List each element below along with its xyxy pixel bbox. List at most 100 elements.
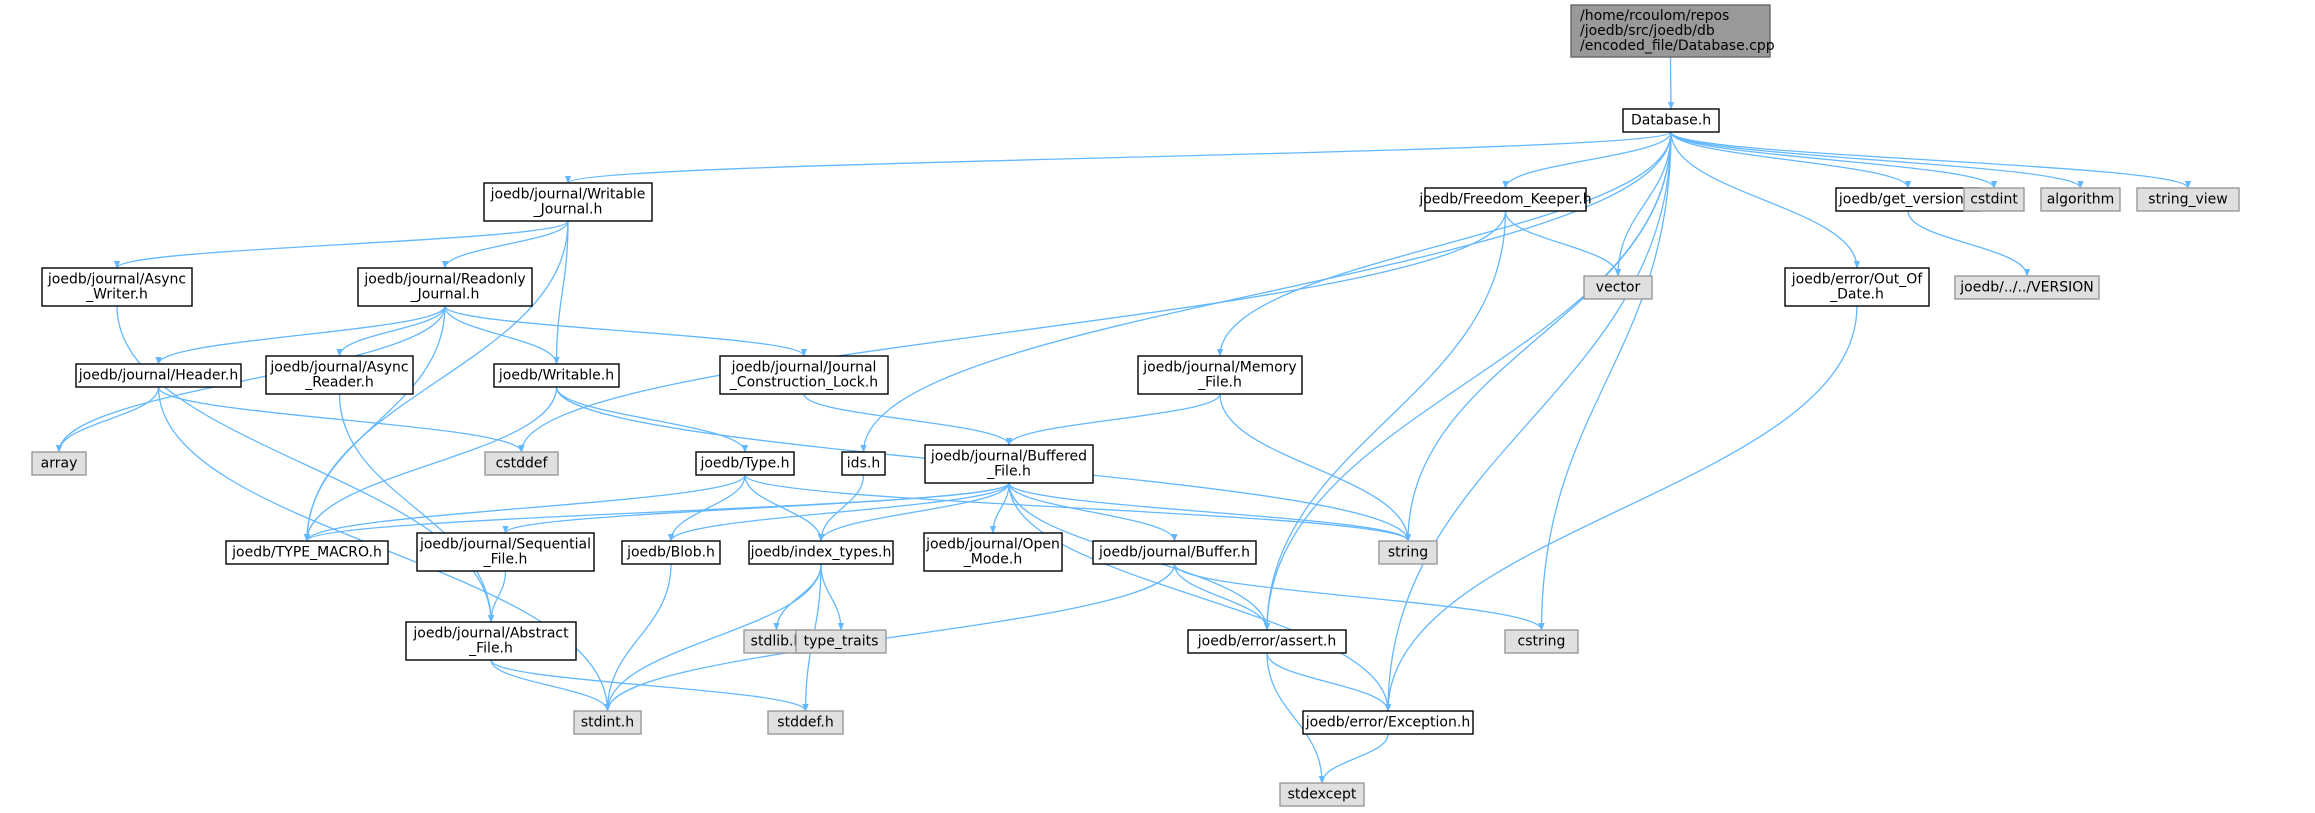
edge-database_h-to-memory_file bbox=[1216, 131, 1672, 357]
edge-buffered_file-to-index_types bbox=[817, 482, 1010, 542]
node-label-line: _Mode.h bbox=[963, 552, 1022, 568]
edge-assert_h-to-stdexcept bbox=[1266, 652, 1326, 784]
edge-writable_h-to-type_macro bbox=[303, 386, 558, 542]
edge-buffered_file-to-blob_h bbox=[667, 482, 1010, 542]
edge-ids_h-to-index_types bbox=[817, 474, 865, 542]
node-cstddef: cstddef bbox=[484, 451, 559, 476]
node-freedom-keeper[interactable]: joedb/Freedom_Keeper.h bbox=[1418, 187, 1592, 212]
node-label-line: _Journal.h bbox=[410, 287, 480, 303]
edge-memory_file-to-string bbox=[1219, 393, 1412, 542]
node-get-version[interactable]: joedb/get_version.h bbox=[1835, 187, 1981, 212]
node-label-line: _File.h bbox=[1197, 375, 1242, 391]
edge-index_types-to-stdint_h bbox=[604, 563, 822, 712]
node-label-line: _File.h bbox=[483, 552, 528, 568]
node-box bbox=[1187, 629, 1347, 654]
node-box bbox=[1092, 540, 1257, 565]
node-label-line: _File.h bbox=[986, 464, 1031, 480]
node-box bbox=[2136, 187, 2240, 212]
edge-buffer_h-to-cstring bbox=[1173, 563, 1545, 631]
edge-out_of_date-to-exception_h bbox=[1384, 305, 1858, 712]
node-label-line: joedb/Freedom_Keeper.h bbox=[1418, 192, 1591, 208]
edge-type_h-to-type_macro bbox=[303, 474, 746, 542]
node-label-line: joedb/journal/Async bbox=[47, 272, 186, 288]
edge-header_h-to-array bbox=[55, 386, 160, 453]
node-box bbox=[75, 363, 242, 388]
node-label-line: type_traits bbox=[804, 634, 879, 650]
edge-index_types-to-stdlib_h bbox=[773, 563, 822, 631]
node-writable-h[interactable]: joedb/Writable.h bbox=[493, 363, 620, 388]
edge-type_h-to-string bbox=[744, 474, 1412, 542]
edge-sequential_file-to-abstract_file bbox=[487, 570, 507, 623]
node-box bbox=[719, 355, 889, 395]
edge-buffered_file-to-open_mode bbox=[989, 482, 1010, 534]
node-label-line: joedb/../../VERSION bbox=[1959, 280, 2093, 296]
node-abstract-file[interactable]: joedb/journal/Abstract_File.h bbox=[405, 621, 577, 661]
node-box bbox=[1302, 710, 1474, 735]
node-box bbox=[1279, 782, 1365, 807]
edge-database_h-to-algorithm bbox=[1670, 131, 2084, 189]
node-root: /home/rcoulom/repos/joedb/src/joedb/db/e… bbox=[1570, 4, 1775, 58]
node-box bbox=[1137, 355, 1303, 395]
node-async-reader[interactable]: joedb/journal/Async_Reader.h bbox=[265, 355, 414, 395]
node-box bbox=[357, 267, 533, 307]
node-box bbox=[573, 710, 642, 735]
node-label-line: cstddef bbox=[496, 456, 549, 472]
node-index-types[interactable]: joedb/index_types.h bbox=[748, 540, 894, 565]
node-header-h[interactable]: joedb/journal/Header.h bbox=[75, 363, 242, 388]
node-sequential-file[interactable]: joedb/journal/Sequential_File.h bbox=[416, 532, 595, 572]
node-memory-file[interactable]: joedb/journal/Memory_File.h bbox=[1137, 355, 1303, 395]
node-box bbox=[621, 540, 721, 565]
edge-abstract_file-to-stddef_h bbox=[490, 659, 809, 712]
edge-database_h-to-cstring bbox=[1538, 131, 1672, 631]
node-box bbox=[265, 355, 414, 395]
node-out-of-date[interactable]: joedb/error/Out_Of_Date.h bbox=[1784, 267, 1930, 307]
node-type-h[interactable]: joedb/Type.h bbox=[695, 451, 795, 476]
edge-database_h-to-ids_h bbox=[860, 131, 1672, 453]
edge-database_h-to-assert_h bbox=[1263, 131, 1672, 631]
edge-database_h-to-string_view bbox=[1670, 131, 2192, 189]
node-readonly-journal[interactable]: joedb/journal/Readonly_Journal.h bbox=[357, 267, 533, 307]
node-open-mode[interactable]: joedb/journal/Open_Mode.h bbox=[923, 532, 1063, 572]
node-box bbox=[484, 451, 559, 476]
edge-journal_lock-to-buffered_file bbox=[803, 393, 1013, 446]
node-type-macro[interactable]: joedb/TYPE_MACRO.h bbox=[225, 540, 389, 565]
node-label-line: stdlib.h bbox=[751, 634, 803, 650]
node-box bbox=[1622, 108, 1720, 133]
node-buffer-h[interactable]: joedb/journal/Buffer.h bbox=[1092, 540, 1257, 565]
node-box bbox=[1583, 275, 1653, 300]
edge-buffer_h-to-assert_h bbox=[1173, 563, 1271, 631]
node-async-writer[interactable]: joedb/journal/Async_Writer.h bbox=[41, 267, 193, 307]
node-label-line: string bbox=[1388, 545, 1428, 561]
node-stdexcept: stdexcept bbox=[1279, 782, 1365, 807]
node-journal-lock[interactable]: joedb/journal/Journal_Construction_Lock.… bbox=[719, 355, 889, 395]
node-label-line: joedb/journal/Readonly bbox=[363, 272, 525, 288]
node-box bbox=[924, 444, 1094, 484]
node-assert-h[interactable]: joedb/error/assert.h bbox=[1187, 629, 1347, 654]
node-box bbox=[1954, 275, 2100, 300]
node-label-line: joedb/journal/Async bbox=[269, 360, 408, 376]
node-exception-h[interactable]: joedb/error/Exception.h bbox=[1302, 710, 1474, 735]
node-box bbox=[41, 267, 193, 307]
node-label-line: joedb/error/Out_Of bbox=[1791, 272, 1924, 288]
node-writable-journal[interactable]: joedb/journal/Writable_Journal.h bbox=[483, 182, 653, 222]
node-ids-h[interactable]: ids.h bbox=[841, 451, 886, 476]
node-stdlib-h: stdlib.h bbox=[743, 629, 810, 654]
node-label-line: joedb/journal/Sequential bbox=[419, 537, 591, 553]
node-label-line: stdexcept bbox=[1288, 787, 1357, 803]
node-buffered-file[interactable]: joedb/journal/Buffered_File.h bbox=[924, 444, 1094, 484]
node-database-h[interactable]: Database.h bbox=[1622, 108, 1720, 133]
edge-writable_journal-to-writable_h bbox=[553, 220, 569, 365]
node-box bbox=[1504, 629, 1579, 654]
node-box bbox=[695, 451, 795, 476]
edge-freedom_keeper-to-vector bbox=[1504, 210, 1622, 277]
edge-blob_h-to-stdint_h bbox=[604, 563, 672, 712]
node-box bbox=[795, 629, 887, 654]
node-label-line: joedb/journal/Buffered bbox=[930, 449, 1087, 465]
node-box bbox=[416, 532, 595, 572]
node-box bbox=[493, 363, 620, 388]
node-label-line: _Construction_Lock.h bbox=[729, 375, 878, 391]
node-label-line: joedb/journal/Open bbox=[925, 537, 1060, 553]
node-blob-h[interactable]: joedb/Blob.h bbox=[621, 540, 721, 565]
node-label-line: algorithm bbox=[2047, 192, 2115, 208]
edge-buffered_file-to-type_macro bbox=[303, 482, 1010, 542]
